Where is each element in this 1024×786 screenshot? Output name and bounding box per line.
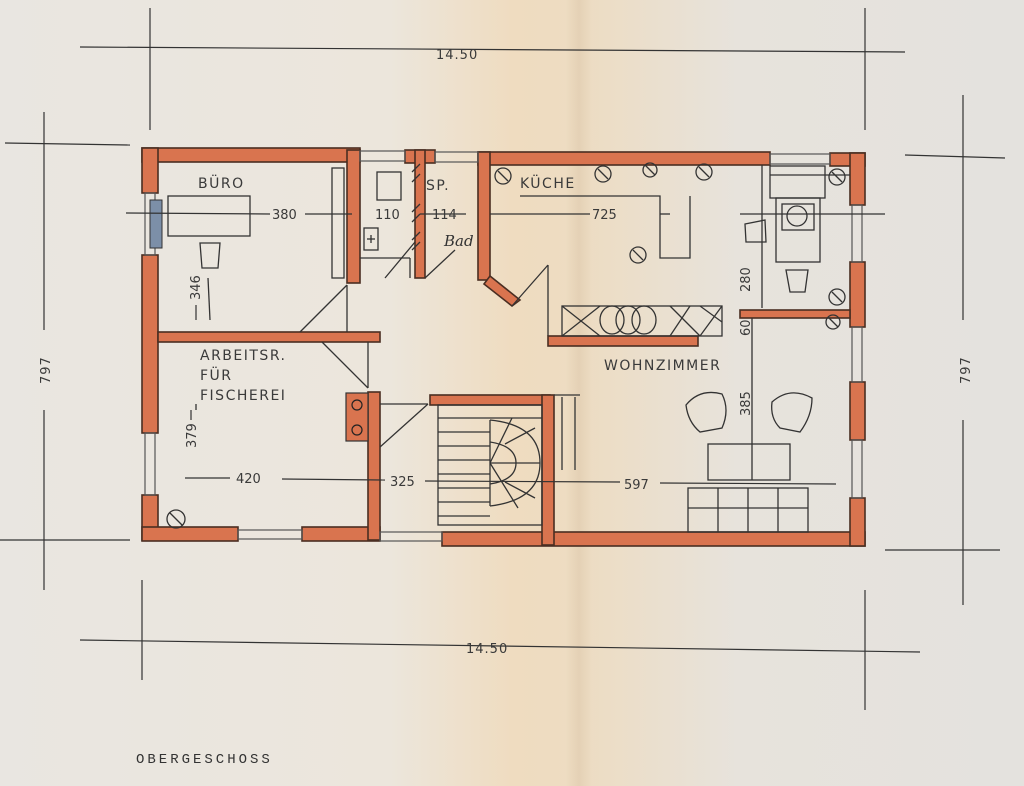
dim-arbeitsraum-depth: 379	[185, 423, 200, 448]
arbeitsraum-furniture	[166, 392, 369, 529]
room-label-buero: BÜRO	[198, 174, 245, 192]
room-label-wohnzimmer: WOHNZIMMER	[604, 358, 721, 374]
room-label-arbeitsraum-line3: FISCHEREI	[200, 388, 286, 404]
dim-buero-width: 380	[272, 208, 297, 223]
windows	[144, 150, 863, 542]
room-label-bad: Bad	[443, 232, 474, 250]
dim-right-depth: 797	[959, 356, 974, 384]
dim-stair-width: 325	[390, 475, 415, 490]
dim-kueche-depth: 280	[739, 267, 754, 292]
room-label-speisekammer: SP.	[426, 178, 450, 194]
room-label-arbeitsraum-line1: ARBEITSR.	[200, 348, 287, 364]
buero-furniture	[125, 167, 352, 321]
room-label-kueche: KÜCHE	[520, 174, 576, 192]
dim-bad-width: 114	[432, 208, 457, 223]
dim-buero-depth: 346	[189, 275, 204, 300]
doors	[299, 241, 580, 448]
bathroom-fixtures	[360, 163, 421, 278]
dim-counter-gap: 60	[739, 319, 754, 336]
dim-sp-width: 110	[375, 208, 400, 223]
staircase	[437, 404, 543, 526]
dim-bottom-width: 14.50	[466, 642, 508, 657]
outer-dimension-lines	[0, 8, 1006, 710]
dim-top-width: 14.50	[436, 48, 478, 63]
floor-title: OBERGESCHOSS	[136, 752, 273, 768]
dim-kueche-width: 725	[592, 208, 617, 223]
livingroom-furniture	[561, 318, 813, 533]
dim-wohnzimmer-depth: 385	[739, 391, 754, 416]
room-label-arbeitsraum-line2: FÜR	[200, 366, 233, 384]
kitchen-furniture	[490, 162, 885, 337]
dim-wohnzimmer-width: 597	[624, 478, 649, 493]
dim-arbeitsraum-width: 420	[236, 472, 261, 487]
dim-left-depth: 797	[39, 356, 54, 384]
internal-dimension-lines	[185, 213, 837, 485]
